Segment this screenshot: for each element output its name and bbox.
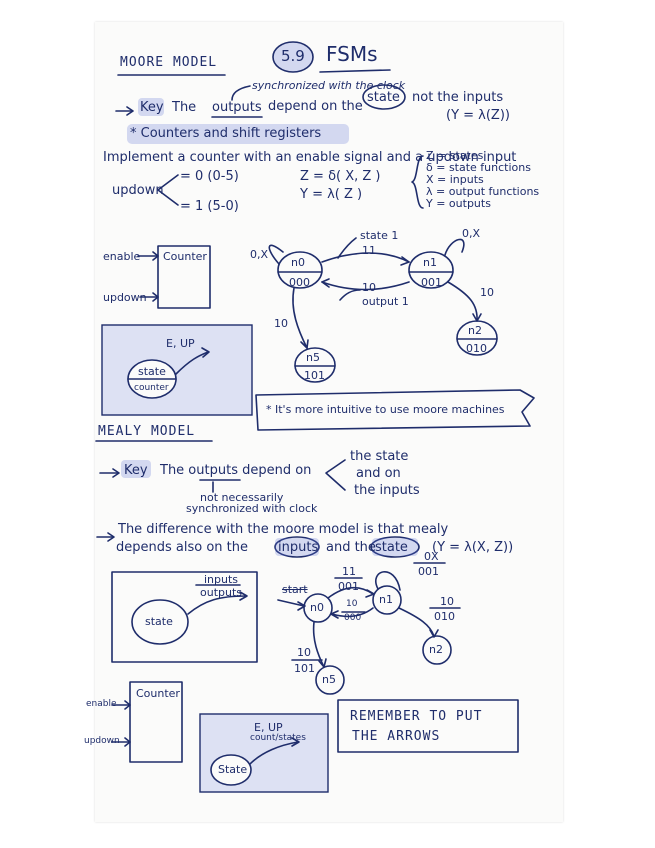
transition-label: 0X xyxy=(424,550,439,563)
node-n2: n2 xyxy=(468,324,482,337)
node-n2-output: 010 xyxy=(466,342,487,355)
equation-delta: Z = δ( X, Z ) xyxy=(300,169,381,184)
transition-label: 10 xyxy=(346,599,358,609)
output1-label: output 1 xyxy=(362,295,409,308)
remember-line-1: REMEMBER TO PUT xyxy=(350,709,483,724)
self-loop-n0-label: 0,X xyxy=(250,248,269,261)
state-label: state xyxy=(138,365,166,378)
mealy-enable-label: enable xyxy=(86,699,117,709)
equation-lambda: Y = λ( Z ) xyxy=(300,187,363,202)
transition-label: 001 xyxy=(338,580,359,593)
legend-item: X = inputs xyxy=(426,173,484,186)
topic-title: FSMs xyxy=(326,42,378,66)
node-n1-output: 001 xyxy=(421,276,442,289)
mealy-model-heading: MEALY MODEL xyxy=(98,424,196,439)
mealy-node-n0: n0 xyxy=(310,601,324,614)
mealy-node-n5: n5 xyxy=(322,673,336,686)
sync-note: synchronized with the clock xyxy=(252,79,406,92)
difference-inputs: inputs xyxy=(278,540,319,555)
mealy-formula: (Y = λ(X, Z)) xyxy=(432,540,514,555)
transition-label: 10 xyxy=(440,595,454,608)
mealy-state-label: State xyxy=(218,763,248,776)
start-label: start xyxy=(282,583,308,596)
difference-line-b: depends also on the xyxy=(116,540,248,555)
node-n0-output: 000 xyxy=(289,276,310,289)
transition-label: 10 xyxy=(274,317,288,330)
box-inputs-label: inputs xyxy=(204,573,239,586)
transition-label: 11 xyxy=(342,565,356,578)
box-state-label: state xyxy=(145,615,173,628)
node-n5-output: 101 xyxy=(304,369,325,382)
key-text-c: not the inputs xyxy=(412,90,504,105)
transition-label: 001 xyxy=(418,565,439,578)
remember-line-2: THE ARROWS xyxy=(352,729,441,744)
eup-label: E, UP xyxy=(166,337,195,350)
mealy-eup-label: E, UP xyxy=(254,721,283,734)
updown-zero: = 0 (0-5) xyxy=(180,169,239,184)
difference-and-the: and the xyxy=(326,540,376,555)
mealy-counter-label: Counter xyxy=(136,687,180,700)
state1-label: state 1 xyxy=(360,229,399,242)
transition-label: 10 xyxy=(362,281,376,294)
mealy-key-label: Key xyxy=(124,463,148,478)
moore-formula: (Y = λ(Z)) xyxy=(446,108,510,123)
depends-inputs: the inputs xyxy=(354,483,420,498)
difference-state: state xyxy=(375,540,408,555)
transition-label: 000 xyxy=(344,613,362,623)
mealy-node-n2: n2 xyxy=(429,643,443,656)
depends-state: the state xyxy=(350,449,409,464)
mealy-node-n1: n1 xyxy=(379,593,393,606)
mealy-count-states-label: count/states xyxy=(250,733,306,743)
chapter-number: 5.9 xyxy=(281,47,305,65)
updown-label: updown xyxy=(112,183,164,198)
updown-one: = 1 (5-0) xyxy=(180,199,239,214)
transition-label: 10 xyxy=(480,286,494,299)
key-outputs: outputs xyxy=(212,100,262,115)
counter-block-label: Counter xyxy=(163,250,207,263)
box-outputs-label: outputs xyxy=(200,586,243,599)
legend-item: Z = states xyxy=(426,149,484,162)
not-necessarily-note: not necessarily xyxy=(200,491,284,504)
depends-and-on: and on xyxy=(356,466,401,481)
difference-line-a: The difference with the moore model is t… xyxy=(118,522,449,537)
legend-item: Y = outputs xyxy=(426,197,491,210)
node-n0: n0 xyxy=(291,256,305,269)
node-n1: n1 xyxy=(423,256,437,269)
transition-label: 10 xyxy=(297,646,311,659)
notebook-page xyxy=(95,22,563,822)
counter-label: counter xyxy=(134,383,169,393)
mealy-updown-label: updown xyxy=(84,736,120,746)
transition-label: 101 xyxy=(294,662,315,675)
key-text-a: The xyxy=(172,100,197,115)
mealy-key-text: The outputs depend on xyxy=(160,463,312,478)
sync-with-clock-note: synchronized with clock xyxy=(186,502,318,515)
moore-model-heading: MOORE MODEL xyxy=(120,55,218,70)
node-n5: n5 xyxy=(306,351,320,364)
legend-item: λ = output functions xyxy=(426,185,540,198)
enable-input-label: enable xyxy=(103,250,141,263)
counters-title: * Counters and shift registers xyxy=(130,126,322,141)
key-text-b: depend on the xyxy=(268,99,363,114)
self-loop-n1-label: 0,X xyxy=(462,227,481,240)
transition-label: 010 xyxy=(434,610,455,623)
legend-item: δ = state functions xyxy=(426,161,531,174)
key-label: Key xyxy=(140,100,164,115)
updown-input-label: updown xyxy=(103,291,147,304)
moore-intuitive-note: * It's more intuitive to use moore machi… xyxy=(266,403,505,416)
transition-label: 11 xyxy=(362,244,376,257)
key-state: state xyxy=(367,90,400,105)
implement-line: Implement a counter with an enable signa… xyxy=(103,150,517,165)
